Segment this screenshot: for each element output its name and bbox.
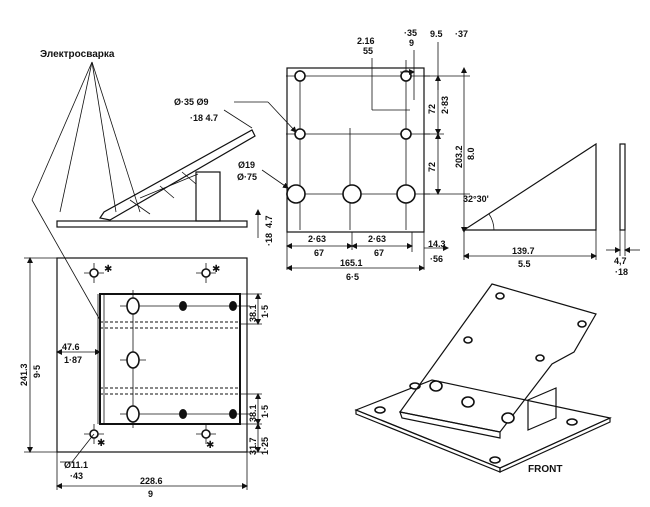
- dim-43: ·43: [70, 471, 83, 481]
- base-inner-hole: [126, 297, 140, 315]
- base-inner-hole: [126, 351, 140, 369]
- dim-67a: 67: [314, 248, 324, 258]
- dim-283: 2·83: [440, 96, 450, 114]
- iso-plate-hole-large: [501, 412, 515, 424]
- iso-plate-edge: [399, 411, 501, 439]
- iso-plate-hole-large: [461, 396, 475, 408]
- base-inner-hole-small: [179, 409, 187, 419]
- svg-text:✱: ✱: [104, 264, 112, 275]
- dim-1397: 139.7: [512, 246, 535, 256]
- base-corner-hole: [201, 429, 211, 439]
- dim-125: 1·25: [260, 437, 270, 455]
- plate-hole: [400, 70, 412, 82]
- base-inner-hole-small: [229, 301, 237, 311]
- plate-hole: [400, 128, 412, 140]
- gusset-edge: [619, 143, 626, 231]
- dim-15b: 1·5: [260, 405, 270, 418]
- dim-263b: 2·63: [368, 234, 386, 244]
- svg-text:✱: ✱: [97, 438, 105, 449]
- side-view: Электросварка ·18 4.7: [31, 49, 274, 321]
- hole-big-callout: Ø19: [238, 160, 255, 170]
- iso-inclined-plate: [398, 283, 597, 433]
- svg-text:✱: ✱: [212, 264, 220, 275]
- dim-72b: 72: [427, 162, 437, 172]
- plate-hole-large: [286, 184, 306, 204]
- side-support: [195, 171, 221, 222]
- dim-2032: 203.2: [454, 145, 464, 168]
- dim-67b: 67: [374, 248, 384, 258]
- iso-plate-hole: [577, 320, 587, 328]
- side-base-plate: [56, 220, 248, 228]
- dim-80: 8.0: [466, 147, 476, 160]
- base-corner-hole: [201, 268, 211, 278]
- dim-216: 2.16: [357, 36, 375, 46]
- dim-317: 31.7: [248, 437, 258, 455]
- dim-15a: 1·5: [260, 305, 270, 318]
- side-dim-18: ·18: [264, 233, 274, 246]
- side-inclined-plate: [99, 129, 256, 221]
- base-inner-hole-small: [229, 409, 237, 419]
- hole-big-callout-b: Ø·75: [237, 172, 257, 182]
- plate-outline: [286, 67, 425, 233]
- weld-label: Электросварка: [40, 49, 115, 60]
- side-dim-47: 4.7: [264, 215, 274, 228]
- gusset-triangle: [461, 142, 597, 231]
- dim-47a: 4,7: [614, 256, 627, 266]
- iso-base-hole: [374, 406, 386, 414]
- plate-hole-large: [396, 184, 416, 204]
- base-inner-hole: [126, 405, 140, 423]
- plate-hole: [294, 70, 306, 82]
- dim-381a: 38.1: [248, 304, 258, 322]
- gusset-view: 139.7 5.5 32°30' 4,7 ·18: [461, 142, 640, 277]
- dim-18a: ·18: [615, 267, 628, 277]
- dim-263a: 2·63: [308, 234, 326, 244]
- iso-plate-hole: [535, 354, 545, 362]
- angle-label: 32°30': [463, 194, 489, 204]
- base-view: ✱ ✱ ✱ ✱ 241.3 9·5 47.6 1·87 38.1 1·5 3: [19, 257, 270, 499]
- iso-base-edge-right: [499, 417, 611, 473]
- front-label: FRONT: [528, 464, 562, 475]
- plate-hole: [294, 128, 306, 140]
- hole-small-callout-b: ·18 4.7: [190, 113, 218, 123]
- dim-35: ·35: [404, 28, 417, 38]
- isometric-view: FRONT: [354, 283, 612, 475]
- dim-95b: 9·5: [32, 365, 42, 378]
- dim-56: ·56: [430, 254, 443, 264]
- dim-72a: 72: [427, 104, 437, 114]
- base-outline: [56, 257, 248, 453]
- dim-55: 55: [363, 46, 373, 56]
- base-corner-hole: [89, 268, 99, 278]
- svg-text:✱: ✱: [206, 440, 214, 451]
- iso-plate-hole-large: [429, 380, 443, 392]
- iso-plate-hole: [495, 292, 505, 300]
- hole-small-callout: Ø·35 Ø9: [174, 97, 209, 107]
- dim-65: 6·5: [346, 272, 359, 282]
- base-inner-plate: [99, 293, 241, 425]
- dim-9: 9: [409, 38, 414, 48]
- plate-hole-large: [342, 184, 362, 204]
- base-inner-hole-small: [179, 301, 187, 311]
- iso-support: [527, 387, 557, 431]
- dim-2286: 228.6: [140, 476, 163, 486]
- dim-187: 1·87: [64, 355, 82, 365]
- iso-base-hole: [489, 456, 501, 464]
- dim-9b: 9: [148, 489, 153, 499]
- dim-2413: 241.3: [19, 363, 29, 386]
- dim-37: ·37: [455, 29, 468, 39]
- plate-view: 2.16 55 ·35 9 9.5 ·37 72 72 2·83 203.2 8…: [174, 28, 476, 282]
- dim-143: 14.3: [428, 239, 446, 249]
- iso-base-hole: [566, 418, 578, 426]
- iso-plate-hole: [463, 336, 473, 344]
- iso-base-edge: [355, 409, 501, 473]
- dim-476: 47.6: [62, 342, 80, 352]
- dim-381b: 38.1: [248, 404, 258, 422]
- dim-1651: 165.1: [340, 258, 363, 268]
- dim-55b: 5.5: [518, 259, 531, 269]
- dim-111: Ø11.1: [64, 460, 88, 470]
- dim-95: 9.5: [430, 29, 443, 39]
